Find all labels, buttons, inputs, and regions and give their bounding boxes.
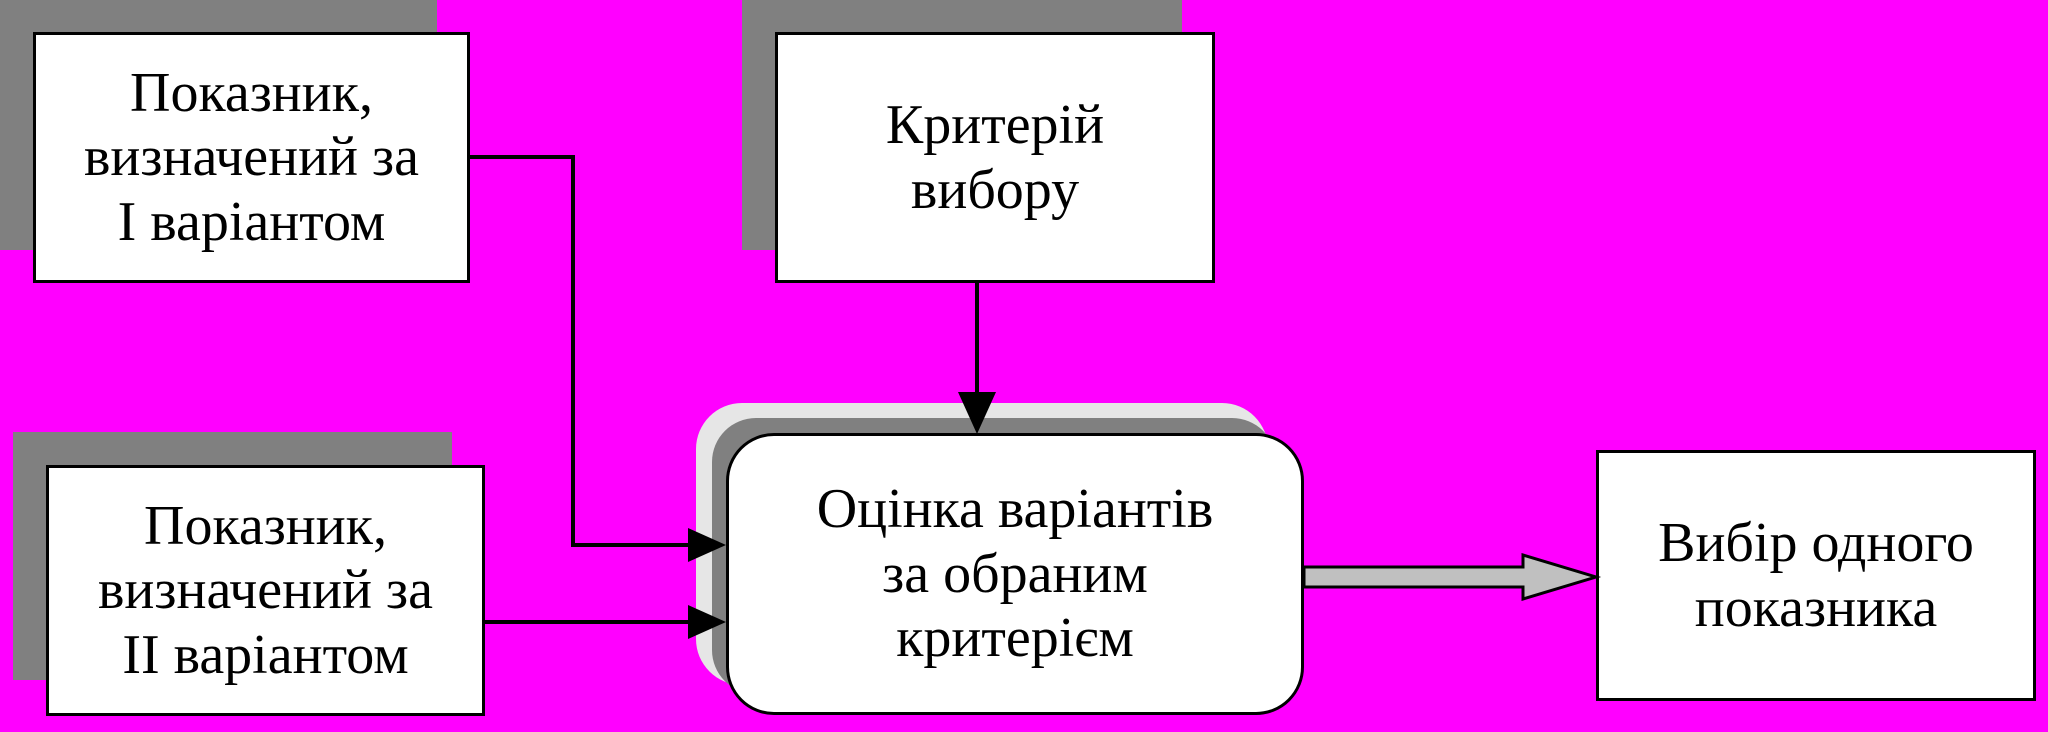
connector-indicator-1: [470, 155, 690, 547]
result-box: Вибір одного показника: [1596, 450, 2036, 701]
arrowhead-criterion: [958, 392, 996, 434]
result-line-1: Вибір одного: [1658, 512, 1974, 575]
indicator-2-line-1: Показник,: [144, 494, 387, 557]
arrowhead-indicator-2: [688, 605, 726, 639]
indicator-2-line-2: визначений за: [97, 559, 433, 622]
indicator-1-line-3: I варіантом: [117, 190, 386, 253]
evaluation-line-1: Оцінка варіантів: [816, 478, 1214, 541]
criterion-line-1: Критерій: [885, 94, 1105, 157]
arrowhead-indicator-1: [688, 528, 726, 562]
indicator-2-box: Показник, визначений за II варіантом: [46, 465, 485, 716]
indicator-1-line-1: Показник,: [130, 61, 373, 124]
indicator-2-line-3: II варіантом: [122, 623, 409, 686]
evaluation-box: Оцінка варіантів за обраним критерієм: [726, 433, 1304, 715]
indicator-1-line-2: визначений за: [83, 126, 419, 189]
connector-result-arrow: [1302, 552, 1602, 602]
indicator-1-box: Показник, визначений за I варіантом: [33, 32, 470, 283]
criterion-line-2: вибору: [910, 158, 1080, 221]
criterion-box: Критерій вибору: [775, 32, 1215, 283]
result-line-2: показника: [1694, 576, 1938, 639]
evaluation-line-2: за обраним: [882, 542, 1148, 605]
evaluation-line-3: критерієм: [896, 607, 1134, 670]
